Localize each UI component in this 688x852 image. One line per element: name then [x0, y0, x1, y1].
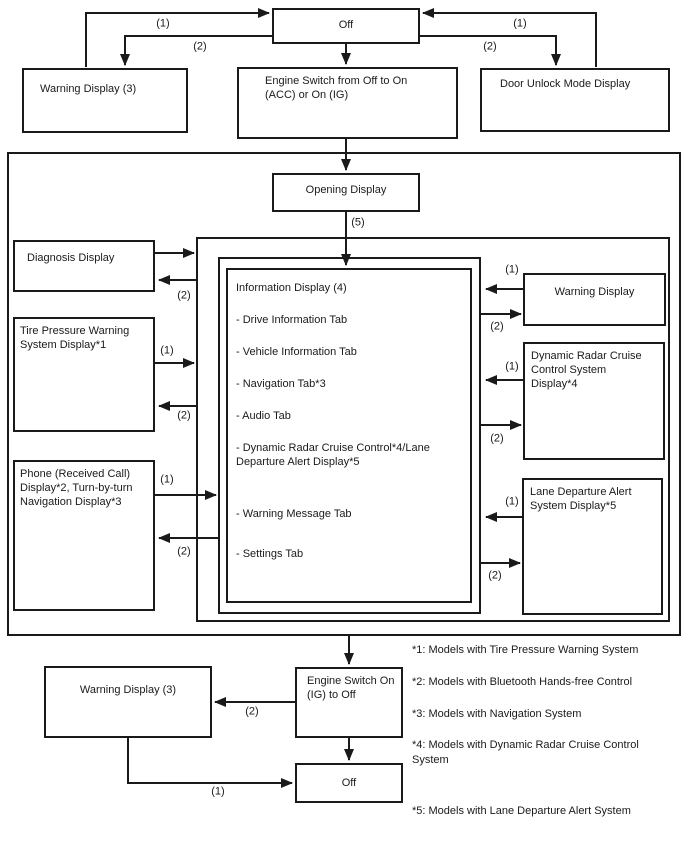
tab-settings: - Settings Tab	[236, 548, 304, 560]
arrow-label-2: (2)	[193, 40, 207, 53]
arrow-label-2: (2)	[177, 289, 191, 302]
arrow-label-1: (1)	[160, 344, 174, 357]
node-engine-switch-off-to-on-label: Engine Switch from Off to On (ACC) or On…	[265, 75, 408, 101]
node-tire-pressure-warning-display: Tire Pressure Warning System Display*1	[13, 317, 155, 432]
node-dynamic-radar-cruise-display: Dynamic Radar Cruise Control System Disp…	[523, 342, 665, 460]
node-warning-display-top: Warning Display (3)	[22, 68, 188, 133]
footnote-3: *3: Models with Navigation System	[412, 708, 582, 720]
arrow-label-1: (1)	[505, 360, 519, 373]
tab-warning-message: - Warning Message Tab	[236, 508, 352, 520]
node-engine-switch-off-to-on: Engine Switch from Off to On (ACC) or On…	[237, 67, 458, 139]
node-opening-display-label: Opening Display	[305, 184, 387, 196]
tab-audio: - Audio Tab	[236, 410, 291, 422]
footnote-4: *4: Models with Dynamic Radar Cruise Con…	[412, 739, 639, 766]
arrow-label-1: (1)	[160, 473, 174, 486]
arrow-label-1: (1)	[513, 17, 527, 30]
footnote-2: *2: Models with Bluetooth Hands-free Con…	[412, 676, 633, 688]
tab-dynamic-radar-lane-departure: - Dynamic Radar Cruise Control*4/Lane De…	[236, 442, 430, 468]
node-diagnosis-display: Diagnosis Display	[13, 240, 155, 292]
node-off-top-label: Off	[338, 19, 354, 31]
arrow-label-2: (2)	[177, 409, 191, 422]
node-warning-display-right-label: Warning Display	[554, 286, 635, 298]
information-display-title: Information Display (4)	[236, 282, 347, 294]
node-information-display: Information Display (4) - Drive Informat…	[226, 268, 472, 603]
node-off-bottom-label: Off	[341, 777, 357, 789]
node-door-unlock-mode-display-label: Door Unlock Mode Display	[500, 78, 631, 90]
node-tire-pressure-warning-display-label: Tire Pressure Warning System Display*1	[20, 325, 130, 351]
arrow-label-1: (1)	[211, 785, 225, 798]
arrow-label-1: (1)	[505, 263, 519, 276]
node-phone-turn-by-turn-display: Phone (Received Call) Display*2, Turn-by…	[13, 460, 155, 611]
arrow-label-2: (2)	[490, 432, 504, 445]
node-lane-departure-alert-display-label: Lane Departure Alert System Display*5	[530, 486, 632, 512]
arrow-warning-top-to-off	[85, 8, 270, 67]
arrow-label-5: (5)	[351, 216, 365, 229]
node-warning-display-top-label: Warning Display (3)	[40, 83, 137, 95]
node-door-unlock-mode-display: Door Unlock Mode Display	[480, 68, 670, 132]
node-dynamic-radar-cruise-display-label: Dynamic Radar Cruise Control System Disp…	[531, 350, 642, 390]
arrow-label-2: (2)	[488, 569, 502, 582]
tab-vehicle-information: - Vehicle Information Tab	[236, 346, 357, 358]
arrow-label-1: (1)	[156, 17, 170, 30]
arrow-label-2: (2)	[490, 320, 504, 333]
node-warning-display-bottom-label: Warning Display (3)	[79, 684, 177, 696]
main-container-frame	[7, 152, 681, 636]
node-opening-display: Opening Display	[272, 173, 420, 212]
footnote-1: *1: Models with Tire Pressure Warning Sy…	[412, 644, 639, 656]
inner-container-frame	[196, 237, 670, 622]
node-off-top: Off	[272, 8, 420, 44]
node-warning-display-bottom: Warning Display (3)	[44, 666, 212, 738]
arrow-label-2: (2)	[483, 40, 497, 53]
node-warning-display-right: Warning Display	[523, 273, 666, 326]
node-engine-switch-on-to-off-label: Engine Switch On (IG) to Off	[307, 675, 395, 701]
node-diagnosis-display-label: Diagnosis Display	[27, 252, 115, 264]
footnote-5: *5: Models with Lane Departure Alert Sys…	[412, 805, 631, 817]
tab-drive-information: - Drive Information Tab	[236, 314, 348, 326]
arrow-label-2: (2)	[245, 705, 259, 718]
node-lane-departure-alert-display: Lane Departure Alert System Display*5	[522, 478, 663, 615]
arrow-label-1: (1)	[505, 495, 519, 508]
node-engine-switch-on-to-off: Engine Switch On (IG) to Off	[295, 667, 403, 738]
node-phone-turn-by-turn-display-label: Phone (Received Call) Display*2, Turn-by…	[20, 468, 133, 508]
arrow-warning-bottom-to-off-bottom	[127, 738, 293, 788]
arrow-label-2: (2)	[177, 545, 191, 558]
arrow-door-unlock-to-off	[422, 8, 597, 67]
tab-navigation: - Navigation Tab*3	[236, 378, 326, 390]
node-off-bottom: Off	[295, 763, 403, 803]
